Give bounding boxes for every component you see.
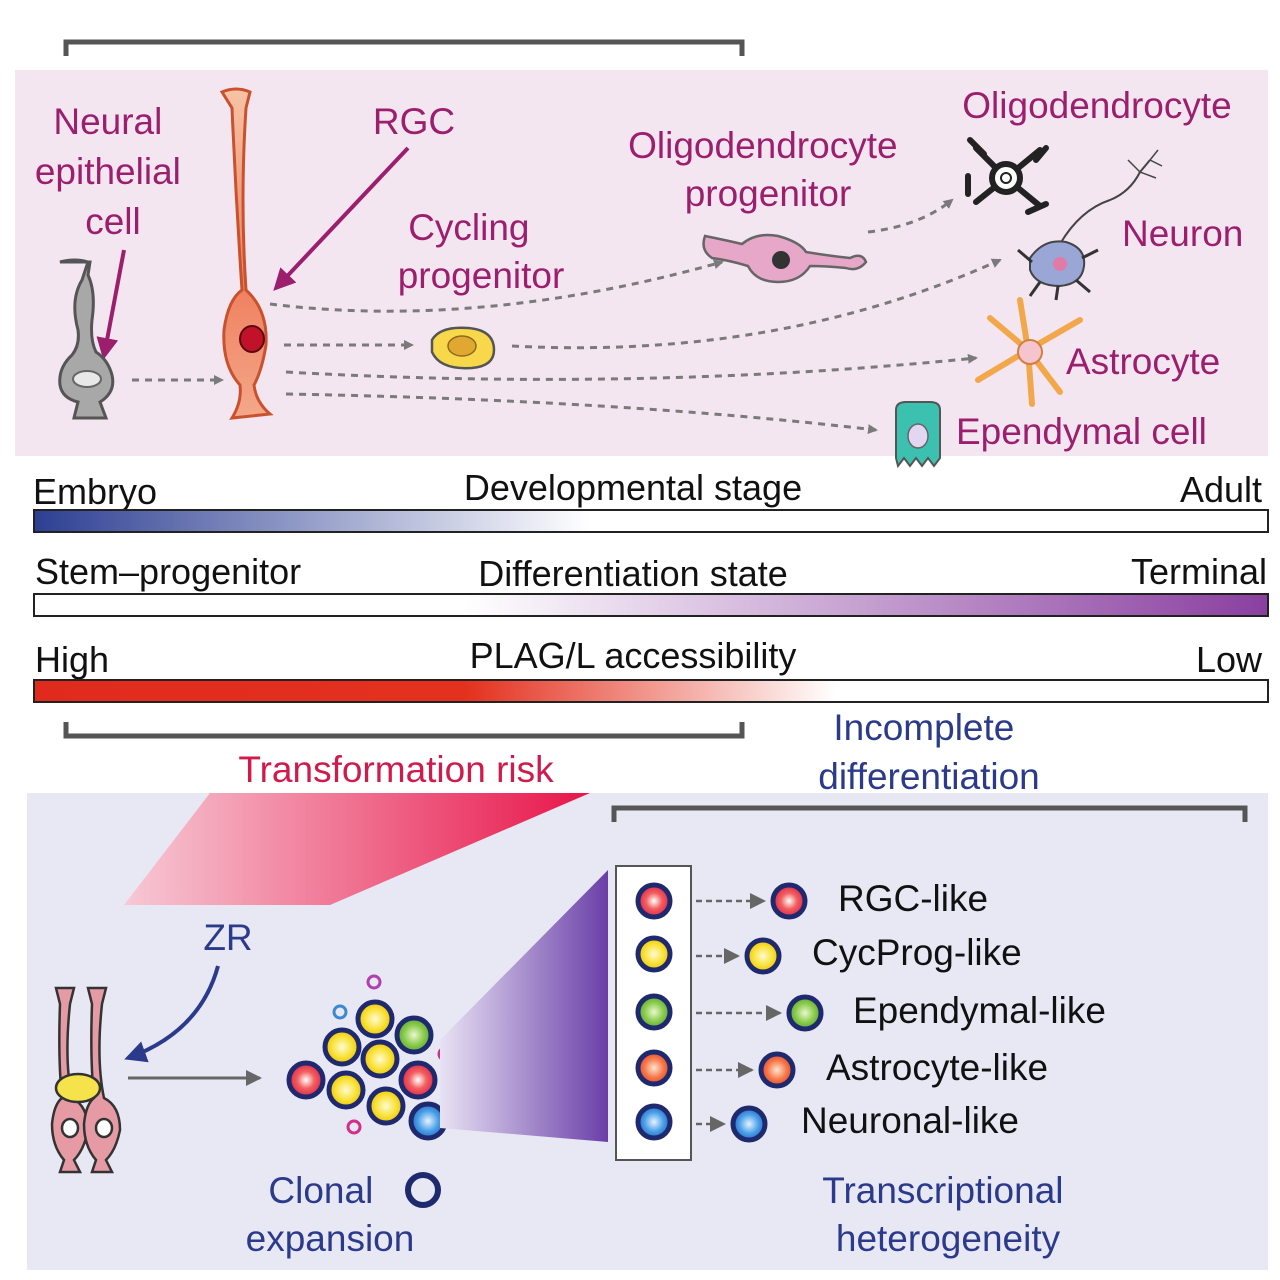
state-label-rgc-like: RGC-like	[838, 878, 988, 919]
state-label-cycprog-like: CycProg-like	[812, 932, 1022, 973]
oligodendrocyte-label: Oligodendrocyte	[962, 85, 1231, 126]
differentiation-left-label: Stem–progenitor	[35, 551, 301, 592]
state-label-astrocyte-like: Astrocyte-like	[826, 1047, 1048, 1088]
developmental-gradient-bar	[33, 509, 1269, 533]
transcriptional-heterogeneity-label: Transcriptional heterogeneity	[822, 1170, 1074, 1259]
state-label-neuronal-like: Neuronal-like	[801, 1100, 1019, 1141]
clonal-expansion-label: Clonal expansion	[246, 1170, 415, 1259]
differentiation-gradient-bar	[33, 593, 1269, 617]
heterogeneity-bracket	[611, 805, 1248, 822]
neural-epithelial-pointer	[96, 249, 126, 360]
arrow-opc-to-oligodendrocyte	[867, 198, 954, 234]
arrow-cycling-to-neuron	[511, 258, 1002, 350]
plag-right-label: Low	[1196, 639, 1263, 680]
neural-epithelial-cell-icon	[58, 258, 115, 420]
neuron-label: Neuron	[1122, 213, 1243, 254]
cycling-progenitor-label: Cycling progenitor	[398, 207, 565, 296]
developmental-right-label: Adult	[1180, 469, 1262, 510]
clonal-cell-legend-icon	[405, 1172, 441, 1208]
oligodendrocyte-cell-icon	[965, 137, 1049, 215]
transformed-rgc-pair-icon	[50, 986, 122, 1174]
oligo-progenitor-cell-icon	[702, 233, 868, 284]
rgc-pointer	[273, 146, 410, 291]
cycling-progenitor-cell-icon	[430, 326, 496, 370]
transformation-risk-label: Transformation risk	[238, 749, 554, 790]
transformation-risk-wedge	[124, 793, 590, 905]
rgc-cell-icon	[219, 87, 274, 420]
zr-label: ZR	[203, 917, 252, 958]
neuron-cell-icon	[1017, 149, 1163, 301]
ependymal-label: Ependymal cell	[956, 411, 1207, 452]
plag-gradient-bar	[33, 679, 1269, 703]
state-label-ependymal-like: Ependymal-like	[853, 990, 1106, 1031]
incomplete-differentiation-label: Incomplete differentiation	[818, 707, 1039, 797]
arrow-rgc-to-ependymal	[285, 392, 878, 435]
top-bracket	[63, 39, 745, 56]
differentiation-center-label: Differentiation state	[478, 553, 788, 594]
transformation-bracket	[63, 722, 745, 739]
heterogeneity-fan	[440, 870, 608, 1142]
state-arrows	[696, 893, 782, 1132]
oligo-progenitor-label: Oligodendrocyte progenitor	[628, 125, 908, 214]
developmental-left-label: Embryo	[33, 471, 157, 512]
developmental-center-label: Developmental stage	[464, 467, 802, 508]
differentiation-right-label: Terminal	[1131, 551, 1267, 592]
plag-center-label: PLAG/L accessibility	[470, 635, 797, 676]
arrow-rgc-to-opc	[269, 259, 724, 313]
astrocyte-cell-icon	[975, 297, 1083, 407]
rgc-label: RGC	[373, 101, 455, 142]
clonal-expansion-cluster	[286, 999, 448, 1141]
state-box-cells	[635, 882, 673, 1141]
ependymal-cell-icon	[895, 401, 941, 469]
zr-pointer	[124, 965, 220, 1063]
astrocyte-label: Astrocyte	[1066, 341, 1220, 382]
state-output-cells	[730, 882, 824, 1143]
plag-left-label: High	[35, 639, 109, 680]
neural-epithelial-label: Neural epithelial cell	[35, 101, 191, 242]
